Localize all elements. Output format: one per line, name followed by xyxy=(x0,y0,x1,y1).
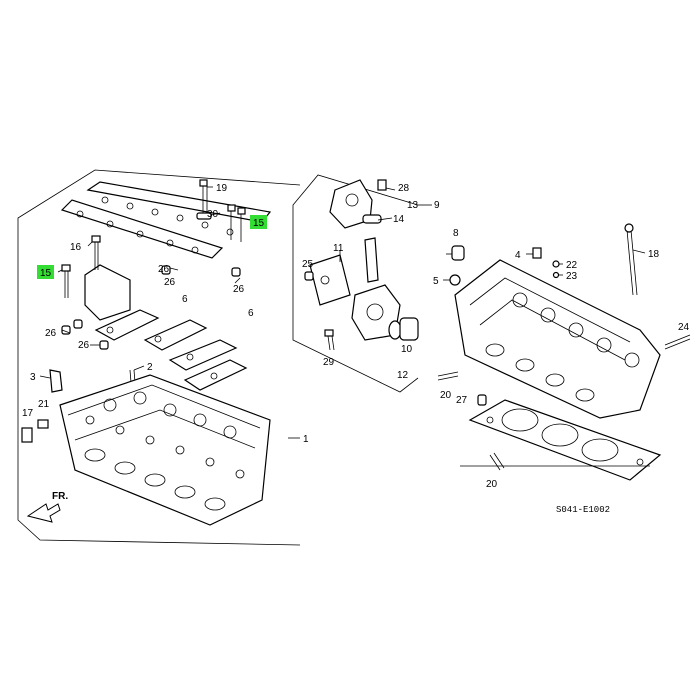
cylinder-head xyxy=(59,374,271,526)
callout-26-d: 26 xyxy=(78,340,90,351)
rocker-arm-holders xyxy=(84,264,248,391)
callout-5: 5 xyxy=(433,276,439,287)
bolt-19 xyxy=(196,179,212,220)
dowel-25 xyxy=(304,271,314,281)
callout-19: 19 xyxy=(216,183,228,194)
callout-27: 27 xyxy=(456,395,468,406)
bolt-15-left xyxy=(61,264,71,298)
dowel-27 xyxy=(477,394,487,406)
bolt-16 xyxy=(91,235,101,270)
callout-15-right: 15 xyxy=(253,218,265,229)
callout-22: 22 xyxy=(566,260,578,271)
callout-4: 4 xyxy=(515,250,521,261)
front-direction-arrow: FR. xyxy=(26,491,68,523)
callout-26-a: 26 xyxy=(164,277,176,288)
callout-3: 3 xyxy=(30,372,36,383)
callout-12: 12 xyxy=(397,370,409,381)
highlight-15-left xyxy=(37,265,54,279)
highlight-15-right xyxy=(250,215,267,229)
callout-6-left: 6 xyxy=(182,294,188,305)
rocker-holder-gasket-upper xyxy=(60,181,272,259)
drawing-code: S041-E1002 xyxy=(556,505,610,515)
callout-9: 9 xyxy=(434,200,440,211)
callout-15-left: 15 xyxy=(40,268,52,279)
callout-10: 10 xyxy=(401,344,413,355)
callout-26-c: 26 xyxy=(45,328,57,339)
callout-29: 29 xyxy=(323,357,335,368)
callout-8: 8 xyxy=(453,228,459,239)
callout-20-upper: 20 xyxy=(440,390,452,401)
dowel-22 xyxy=(552,260,560,268)
plug-17 xyxy=(21,427,33,443)
callout-26-b: 26 xyxy=(233,284,245,295)
callout-25: 25 xyxy=(302,259,314,270)
spool-valve-assembly xyxy=(309,179,419,341)
callout-18: 18 xyxy=(648,249,660,260)
dipstick-tube-18 xyxy=(624,223,638,296)
bolt-29 xyxy=(324,329,335,351)
callout-23: 23 xyxy=(566,271,578,282)
callout-30: 30 xyxy=(207,209,219,220)
callout-21: 21 xyxy=(38,399,50,410)
left-group-bracket xyxy=(17,169,301,546)
front-direction-label: FR. xyxy=(52,491,68,502)
callout-13: 13 xyxy=(407,200,419,211)
cylinder-head-right xyxy=(454,259,661,419)
callout-6-right: 6 xyxy=(248,308,254,319)
washer-21 xyxy=(37,419,49,429)
bolt-30 xyxy=(227,204,246,242)
seal-5 xyxy=(449,274,461,286)
callout-17: 17 xyxy=(22,408,34,419)
dowel-pins xyxy=(61,265,241,350)
head-gasket xyxy=(468,399,662,481)
callout-11: 11 xyxy=(333,243,344,254)
middle-group-bracket xyxy=(292,174,419,393)
leader-lines xyxy=(39,186,650,467)
callout-1: 1 xyxy=(303,434,309,445)
callout-28: 28 xyxy=(398,183,410,194)
callout-2: 2 xyxy=(147,362,153,373)
callout-24: 24 xyxy=(678,322,690,333)
plug-4 xyxy=(532,247,542,259)
callout-labels: 1 2 3 4 5 6 6 8 9 10 11 12 13 14 15 15 1… xyxy=(22,183,690,515)
callout-16: 16 xyxy=(70,242,82,253)
callout-20-lower: 20 xyxy=(486,479,498,490)
cap-8 xyxy=(451,245,465,261)
callout-26-e: 26 xyxy=(158,264,170,275)
callout-14: 14 xyxy=(393,214,405,225)
dowel-23 xyxy=(552,271,560,279)
